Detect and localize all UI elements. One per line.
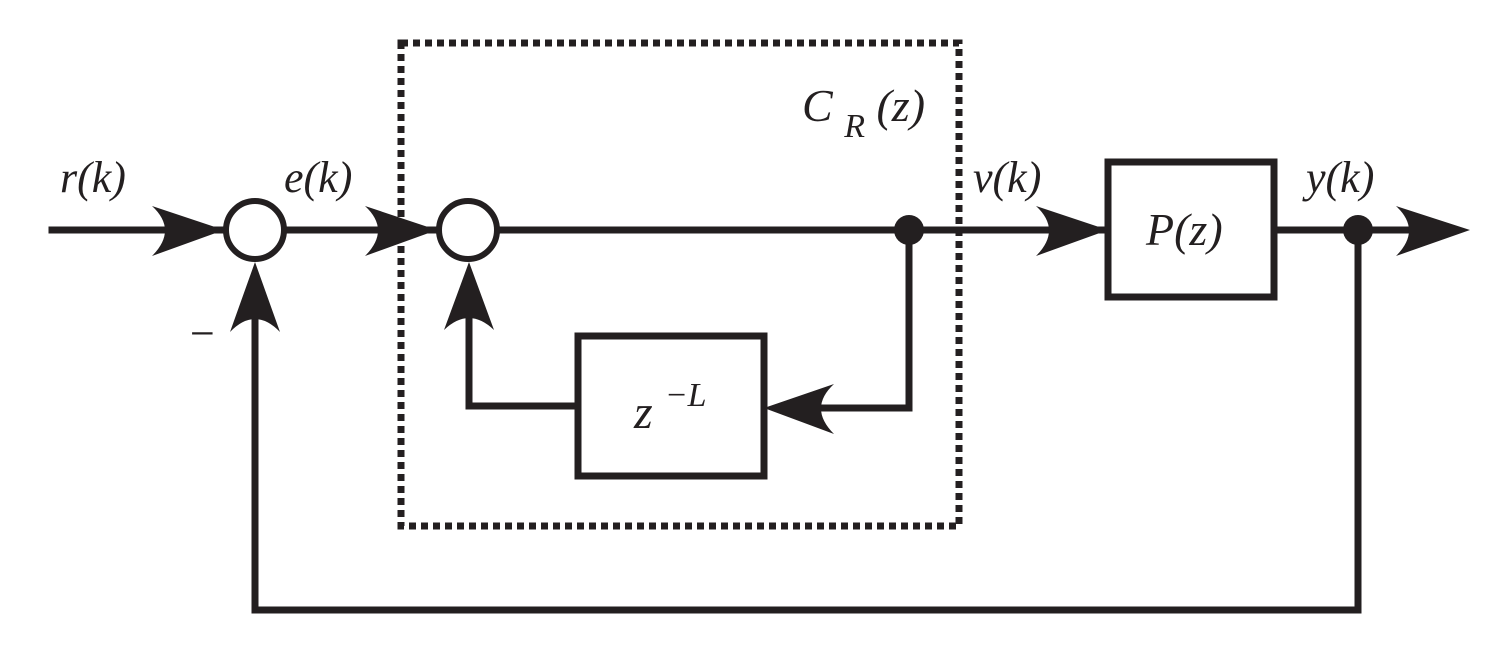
controller-label-main: C	[802, 80, 834, 131]
control-branch-point	[894, 215, 924, 245]
plant-label: P(z)	[1145, 204, 1223, 255]
output-signal-label: y(k)	[1302, 153, 1374, 202]
output-branch-point	[1343, 215, 1373, 245]
arrow-into-delay	[764, 384, 834, 434]
outer-feedback-wire	[251, 226, 1362, 614]
arrow-output	[1396, 206, 1470, 256]
arrow-up-into-inner-sum	[444, 262, 494, 330]
delay-label: z −L	[633, 377, 707, 439]
reference-signal-label: r(k)	[60, 153, 126, 202]
inner-summing-junction	[436, 198, 500, 262]
controller-boundary	[397, 39, 963, 530]
arrow-into-outer-sum	[152, 206, 224, 256]
outer-summing-junction	[223, 198, 287, 262]
delay-return-wire	[465, 296, 582, 410]
arrow-into-plant	[1036, 206, 1108, 256]
control-signal-label: v(k)	[973, 153, 1041, 202]
delay-label-base: z	[633, 386, 653, 439]
error-signal-label: e(k)	[284, 153, 352, 202]
controller-label-subscript: R	[843, 108, 865, 145]
arrow-up-into-outer-sum	[230, 262, 280, 332]
plant-block	[1104, 158, 1278, 301]
delay-block	[574, 332, 768, 480]
delay-label-exponent: −L	[665, 377, 707, 414]
arrow-into-inner-sum	[365, 206, 437, 256]
negative-feedback-sign: −	[190, 309, 215, 358]
controller-label-arg: (z)	[876, 80, 925, 131]
delay-feedback-wire	[786, 226, 913, 412]
controller-label: C R (z)	[802, 80, 925, 147]
